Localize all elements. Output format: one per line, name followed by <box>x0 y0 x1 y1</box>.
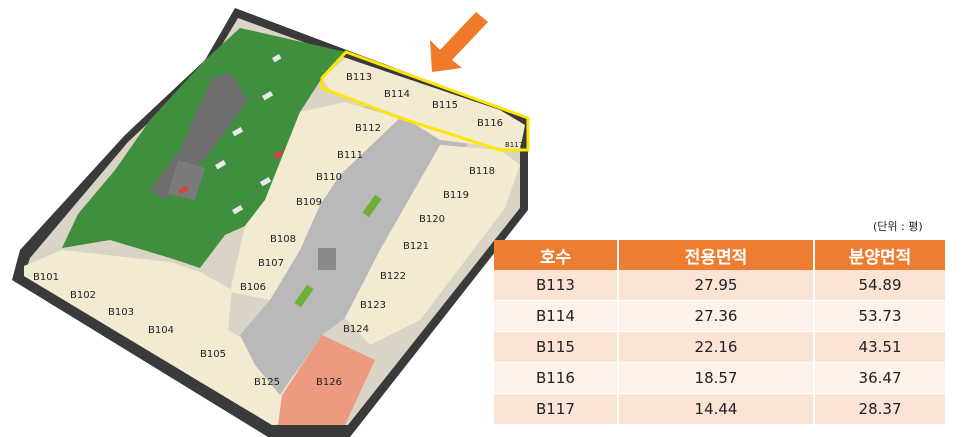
header-sale-area: 분양면적 <box>815 240 945 270</box>
header-exclusive-area: 전용면적 <box>618 240 816 270</box>
unit-label-b115: B115 <box>432 100 458 111</box>
cell-sale-area: 54.89 <box>815 270 945 301</box>
cell-exclusive-area: 14.44 <box>618 394 816 425</box>
unit-label-b122: B122 <box>380 271 406 282</box>
unit-label-b113: B113 <box>346 72 372 83</box>
area-table: 호수 전용면적 분양면적 B113 27.95 54.89 B114 27.36… <box>494 240 945 425</box>
header-unit-number: 호수 <box>494 240 619 270</box>
parked-cars <box>178 53 285 215</box>
cell-unit: B113 <box>494 270 619 301</box>
cell-sale-area: 53.73 <box>815 301 945 332</box>
top-units-block <box>322 58 525 150</box>
cell-unit: B115 <box>494 332 619 363</box>
unit-label-b125: B125 <box>254 377 280 388</box>
unit-label-b118: B118 <box>469 166 495 177</box>
unit-label-b116: B116 <box>477 118 503 129</box>
table-header-row: 호수 전용면적 분양면적 <box>494 240 945 270</box>
unit-label-b106: B106 <box>240 282 266 293</box>
planter <box>362 194 382 218</box>
right-units-block <box>345 145 520 345</box>
parking-ramp <box>150 72 248 200</box>
cell-unit: B114 <box>494 301 619 332</box>
cell-sale-area: 43.51 <box>815 332 945 363</box>
unit-label-b104: B104 <box>148 325 174 336</box>
unit-label-b108: B108 <box>270 234 296 245</box>
table-row: B113 27.95 54.89 <box>494 270 945 301</box>
cell-sale-area: 28.37 <box>815 394 945 425</box>
unit-label-b109: B109 <box>296 197 322 208</box>
unit-label-b119: B119 <box>443 190 469 201</box>
unit-label-b121: B121 <box>403 241 429 252</box>
unit-label-b105: B105 <box>200 349 226 360</box>
cell-exclusive-area: 27.36 <box>618 301 816 332</box>
unit-label-b103: B103 <box>108 307 134 318</box>
unit-label-b117: B117 <box>505 141 523 149</box>
unit-label-b126: B126 <box>316 377 342 388</box>
elevator-core <box>318 248 336 270</box>
unit-label-b102: B102 <box>70 290 96 301</box>
arrow-icon <box>430 12 488 72</box>
table-row: B114 27.36 53.73 <box>494 301 945 332</box>
table-row: B115 22.16 43.51 <box>494 332 945 363</box>
unit-note: (단위 : 평) <box>873 220 923 233</box>
cell-exclusive-area: 22.16 <box>618 332 816 363</box>
unit-b126-area <box>278 335 375 425</box>
unit-label-b120: B120 <box>419 214 445 225</box>
table-row: B116 18.57 36.47 <box>494 363 945 394</box>
unit-label-b123: B123 <box>360 300 386 311</box>
unit-label-b110: B110 <box>316 172 342 183</box>
mid-units-block <box>230 102 400 300</box>
cell-exclusive-area: 27.95 <box>618 270 816 301</box>
cell-unit: B117 <box>494 394 619 425</box>
cell-unit: B116 <box>494 363 619 394</box>
unit-label-b112: B112 <box>355 123 381 134</box>
unit-label-b111: B111 <box>337 150 363 161</box>
cell-sale-area: 36.47 <box>815 363 945 394</box>
unit-label-b124: B124 <box>343 324 369 335</box>
unit-label-b107: B107 <box>258 258 284 269</box>
planter <box>294 284 314 308</box>
left-units-block <box>24 250 300 425</box>
highlight-outline <box>320 50 530 152</box>
unit-label-b114: B114 <box>384 89 410 100</box>
table-row: B117 14.44 28.37 <box>494 394 945 425</box>
central-corridor <box>240 105 470 395</box>
parking-core <box>168 160 205 200</box>
unit-label-b101: B101 <box>33 272 59 283</box>
cell-exclusive-area: 18.57 <box>618 363 816 394</box>
